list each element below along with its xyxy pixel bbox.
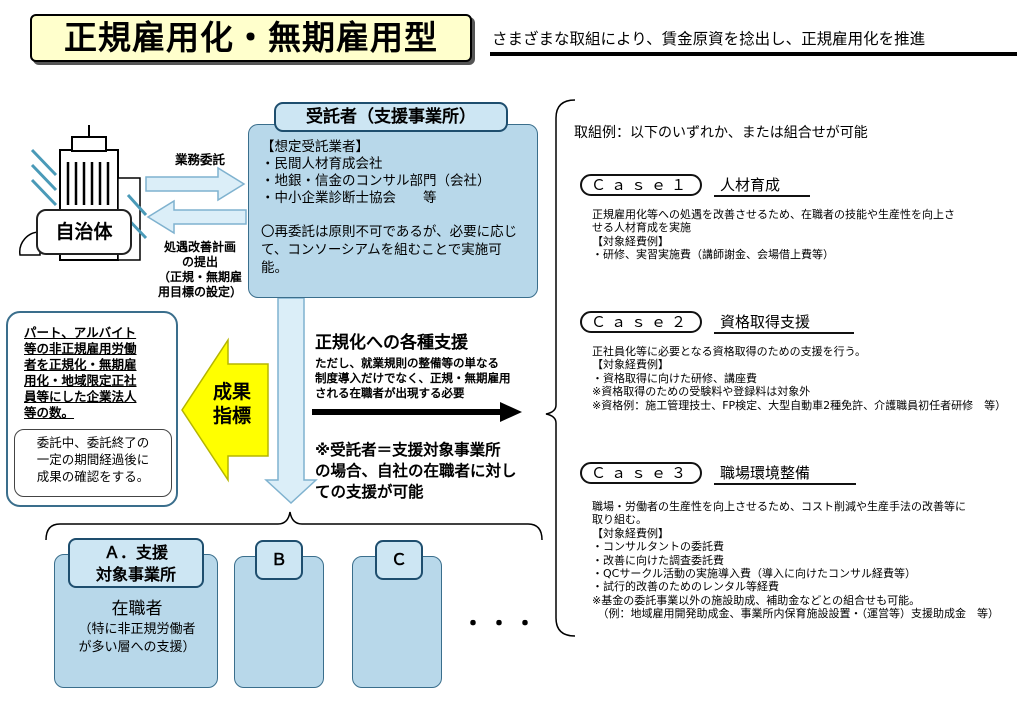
- arrow-to-cases-shaft: [312, 409, 502, 415]
- case-pill: Ｃａｓｅ１: [580, 174, 702, 196]
- consignee-box: 【想定受託業者】 ・民間人材育成会社 ・地銀・信金のコンサル部門（会社） ・中小…: [248, 124, 538, 298]
- arrow-commission: [145, 166, 246, 202]
- list-item: ・中小企業診断士協会 等: [261, 190, 437, 206]
- arrow-support-down: [264, 297, 318, 505]
- case-body: 正社員化等に必要となる資格取得のための支援を行う。 【対象経費例】 ・資格取得に…: [592, 345, 1007, 412]
- brace-businesses: [45, 511, 543, 541]
- business-b-tab: Ｂ: [255, 540, 303, 580]
- subtitle-underline: [490, 52, 1017, 56]
- indicator-arrow-label: 成果 指標: [212, 381, 251, 427]
- more-ellipsis: ・・・: [462, 612, 541, 637]
- case-pill: Ｃａｓｅ３: [580, 462, 702, 484]
- municipality-label: 自治体: [36, 209, 132, 255]
- plan-submit-label: 処遇改善計画 の提出 （正規・無期雇 用目標の設定）: [157, 240, 242, 299]
- cases-intro: 取組例：以下のいずれか、または組合せが可能: [574, 125, 868, 141]
- support-condition: ただし、就業規則の整備等の単なる 制度導入だけでなく、正規・無期雇用 される在職…: [315, 356, 511, 400]
- case-pill: Ｃａｓｅ２: [580, 311, 702, 333]
- arrow-indicator: [181, 337, 269, 483]
- page-title: 正規雇用化・無期雇用型: [30, 14, 472, 62]
- business-c-tab: Ｃ: [375, 540, 423, 580]
- arrow-plan-submit: [146, 199, 247, 235]
- consignee-tab: 受託者（支援事業所）: [274, 102, 508, 132]
- support-note: ※受託者＝支援対象事業所 の場合、自社の在職者に対し ての支援が可能: [315, 441, 517, 501]
- indicator-note: 委託中、委託終了の 一定の期間経過後に 成果の確認をする。: [14, 429, 172, 497]
- support-heading: 正規化への各種支援: [315, 333, 468, 353]
- page-subtitle: さまざまな取組により、賃金原資を捻出し、正規雇用化を推進: [492, 30, 926, 48]
- business-a-body: 在職者 （特に非正規労働者 が多い層への支援）: [78, 599, 196, 655]
- list-item: ・民間人材育成会社: [261, 156, 383, 172]
- arrow-to-cases-head: [500, 402, 522, 422]
- case-title: 人材育成: [714, 176, 810, 197]
- indicator-text: パート、アルバイト 等の非正規雇用労働 者を正規化・無期雇 用化・地域限定正社 …: [24, 325, 137, 420]
- case-title: 職場環境整備: [714, 464, 856, 485]
- commission-label: 業務委託: [174, 152, 225, 167]
- business-a-tab: Ａ．支援 対象事業所: [68, 538, 204, 588]
- consignee-list: ・民間人材育成会社 ・地銀・信金のコンサル部門（会社） ・中小企業診断士協会 等: [261, 156, 525, 207]
- brace-cases: [545, 99, 576, 637]
- consignee-heading: 【想定受託業者】: [261, 139, 369, 155]
- case-body: 職場・労働者の生産性を向上させるため、コスト削減や生産手法の改善等に 取り組む。…: [592, 500, 999, 621]
- case-body: 正規雇用化等への処遇を改善させるため、在職者の技能や生産性を向上さ せる人材育成…: [592, 208, 955, 262]
- case-title: 資格取得支援: [714, 313, 854, 334]
- list-item: ・地銀・信金のコンサル部門（会社）: [261, 173, 491, 189]
- consignee-note: 〇再委託は原則不可であるが、必要に応じて、コンソーシアムを組むことで実施可能。: [261, 224, 518, 276]
